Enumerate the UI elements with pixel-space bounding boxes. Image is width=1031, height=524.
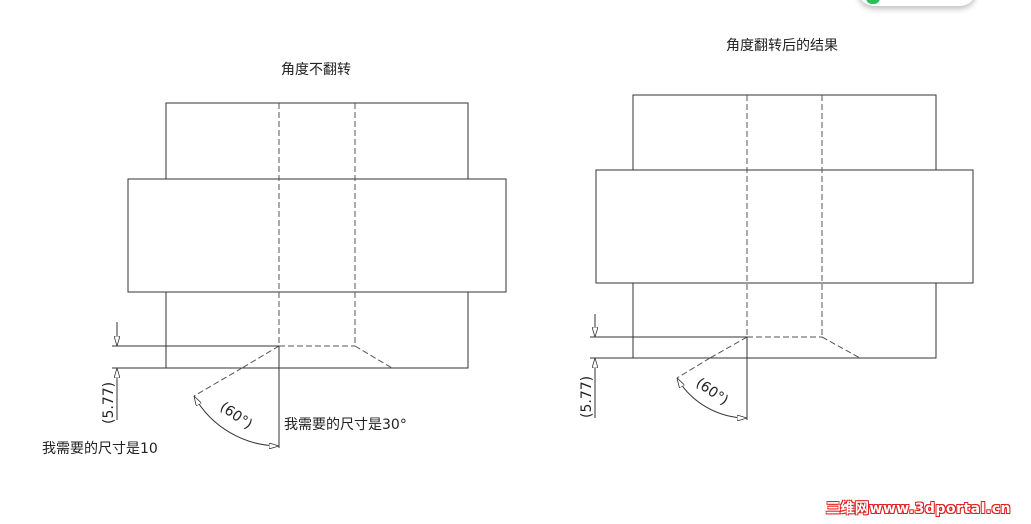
right-distance-dimension[interactable]: (5.77) bbox=[579, 375, 595, 418]
left-angle-note: 我需要的尺寸是30° bbox=[284, 417, 407, 433]
status-dot-icon bbox=[866, 0, 880, 4]
floating-widget[interactable] bbox=[858, 0, 976, 6]
left-part-view bbox=[112, 102, 507, 448]
watermark: 三维网www.3dportal.cn bbox=[825, 501, 1011, 517]
right-view-title: 角度翻转后的结果 bbox=[726, 38, 838, 54]
left-distance-dimension[interactable]: (5.77) bbox=[101, 381, 117, 424]
left-distance-note: 我需要的尺寸是10 bbox=[42, 441, 158, 457]
left-view-title: 角度不翻转 bbox=[281, 62, 351, 78]
right-part-view bbox=[590, 94, 974, 420]
